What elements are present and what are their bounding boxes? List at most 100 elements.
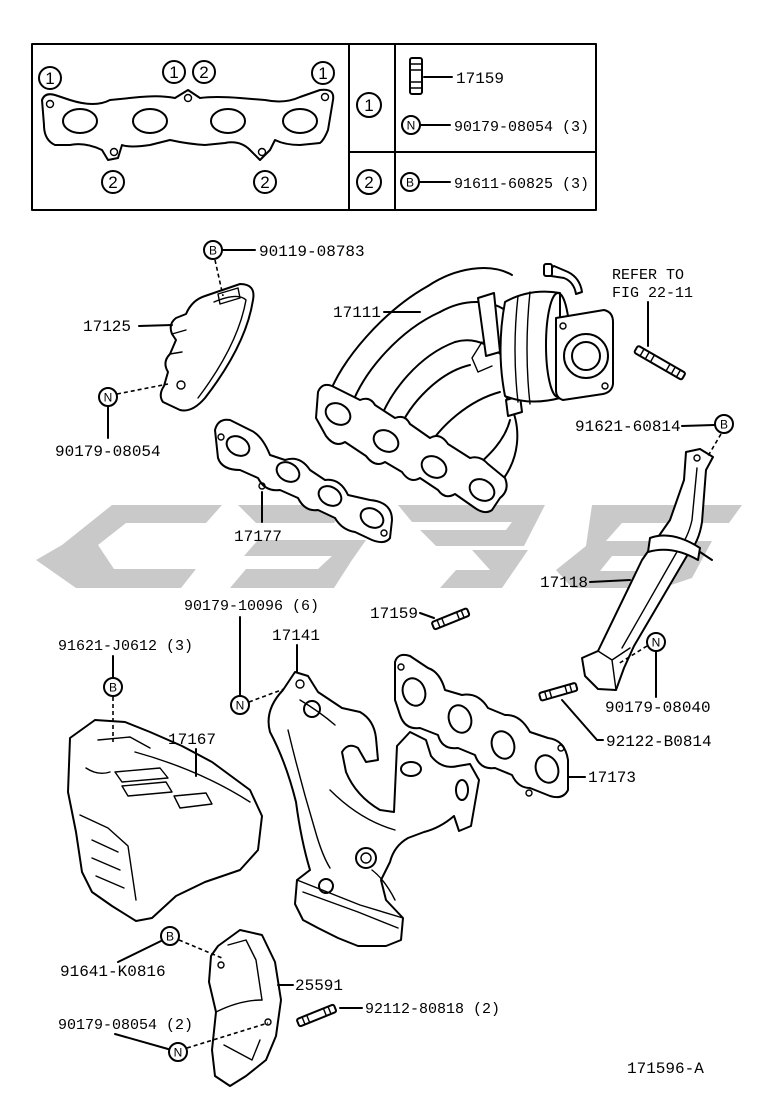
gasket-lower	[394, 653, 569, 799]
legend-gasket-hole	[320, 92, 330, 102]
bolt-badge-stay: B	[714, 414, 734, 434]
outlet-bolt-hole	[601, 382, 609, 390]
gasket-port	[401, 677, 427, 707]
insulator-slot	[173, 792, 213, 809]
stud-mid	[431, 607, 471, 631]
stud-thread	[665, 363, 671, 372]
manifold-outlet-hole	[355, 847, 377, 869]
stay-hole	[693, 454, 701, 462]
collector-inner	[439, 301, 506, 313]
manifold-body-line	[287, 729, 331, 869]
stud-refer	[633, 345, 686, 381]
gasket-hole	[557, 744, 565, 752]
stay-clamp	[647, 534, 701, 561]
flange-port	[420, 455, 448, 479]
gasket-port	[275, 461, 301, 483]
legend-box: 1 1 2 1 2 2 1	[31, 43, 597, 211]
part-number-91621-60814: 91621-60814	[575, 418, 681, 436]
part-number-92122-B0814: 92122-B0814	[606, 733, 712, 751]
manifold-stay	[581, 448, 714, 691]
stud-body	[409, 57, 423, 95]
part-number-17118: 17118	[540, 574, 588, 592]
part-number: 91611-60825 (3)	[454, 176, 589, 193]
stud-body	[296, 1003, 337, 1028]
runner-edge	[351, 311, 441, 405]
leader-line	[117, 940, 162, 963]
sensor-cap	[543, 263, 553, 277]
insulator-flap	[79, 814, 137, 901]
part-number-90179-08054: 90179-08054	[55, 443, 161, 461]
part-number-17111: 17111	[333, 304, 381, 322]
badge-letter: B	[209, 244, 217, 258]
leader-line	[589, 579, 631, 583]
gasket-hole	[525, 789, 533, 797]
legend-gasket-outline	[41, 88, 335, 161]
stud-thread	[564, 685, 568, 695]
converter-ring	[514, 295, 519, 403]
insulator-hole	[176, 380, 186, 390]
gasket-upper	[214, 418, 393, 544]
insulator-rib	[91, 839, 125, 889]
legend-gasket-hole	[183, 93, 193, 103]
gasket-hole	[217, 433, 225, 441]
stud-thread	[322, 1007, 328, 1017]
gasket-mark-top-right: 1	[311, 61, 335, 85]
part-number-91641-K0816: 91641-K0816	[60, 963, 166, 981]
insulator-slot	[114, 767, 169, 783]
insulator-hole	[217, 961, 225, 969]
part-number-90179-08040: 90179-08040	[605, 699, 711, 717]
gasket-mark-top-center-b: 2	[192, 60, 216, 84]
gasket-mark-top-center-a: 1	[162, 60, 186, 84]
mark-number: 1	[45, 69, 54, 88]
nut-badge-manifold: N	[230, 695, 250, 715]
outlet-opening-inner	[571, 341, 601, 371]
dashed-leader	[617, 645, 648, 665]
stay-clamp-tail	[699, 551, 713, 561]
badge-letter: B	[109, 681, 117, 695]
part-number-17173: 17173	[588, 769, 636, 787]
insulator-outline	[67, 719, 263, 922]
insulator-hole	[264, 1018, 272, 1026]
gasket-hole	[397, 663, 405, 671]
gasket-port	[359, 507, 385, 529]
bolt-badge-top: B	[203, 240, 223, 260]
gasket-port	[490, 730, 516, 760]
heat-insulator-upper	[159, 283, 255, 412]
sensor-tube	[547, 265, 583, 295]
bolt-badge-lower: B	[160, 926, 180, 946]
mount-bracket	[477, 292, 501, 357]
part-number-17141: 17141	[272, 627, 320, 645]
stud-thread	[301, 1016, 306, 1026]
manifold-collector-line	[371, 869, 396, 901]
legend-row-2: 2 B 91611-60825 (3)	[356, 169, 589, 195]
legend-gasket-port	[62, 108, 98, 134]
stud-body	[431, 607, 471, 631]
dashed-leader	[214, 259, 224, 297]
stud-body	[538, 682, 579, 702]
mark-number: 1	[318, 64, 327, 83]
stud-thread	[436, 619, 441, 629]
nut-badge-lower: N	[168, 1042, 188, 1062]
heat-insulator-small	[208, 929, 282, 1087]
gasket-mark-top-left: 1	[38, 66, 62, 90]
row-key-circle	[356, 92, 382, 118]
manifold-runner-line	[329, 789, 396, 831]
part-number-90179-10096: 90179-10096 (6)	[184, 598, 319, 615]
bolt-badge-insulator: B	[103, 677, 123, 697]
stud-thread	[327, 1005, 332, 1015]
row-key-number: 1	[364, 96, 373, 115]
stud-thread	[441, 617, 446, 627]
part-number-92112-80818: 92112-80818 (2)	[365, 1001, 500, 1018]
stud-thread	[670, 366, 676, 375]
refer-text-line1: REFER TO	[612, 267, 684, 284]
badge-circle	[230, 695, 250, 715]
manifold-stud-hole	[295, 679, 305, 689]
mark-circle	[253, 170, 277, 194]
part-number-17125: 17125	[83, 318, 131, 336]
watermark-glyph-1	[36, 505, 222, 588]
manifold-port	[303, 700, 321, 718]
gasket-hole	[380, 529, 388, 537]
mark-number: 2	[108, 173, 117, 192]
converter-ring	[526, 291, 531, 405]
manifold-outline	[267, 671, 480, 947]
